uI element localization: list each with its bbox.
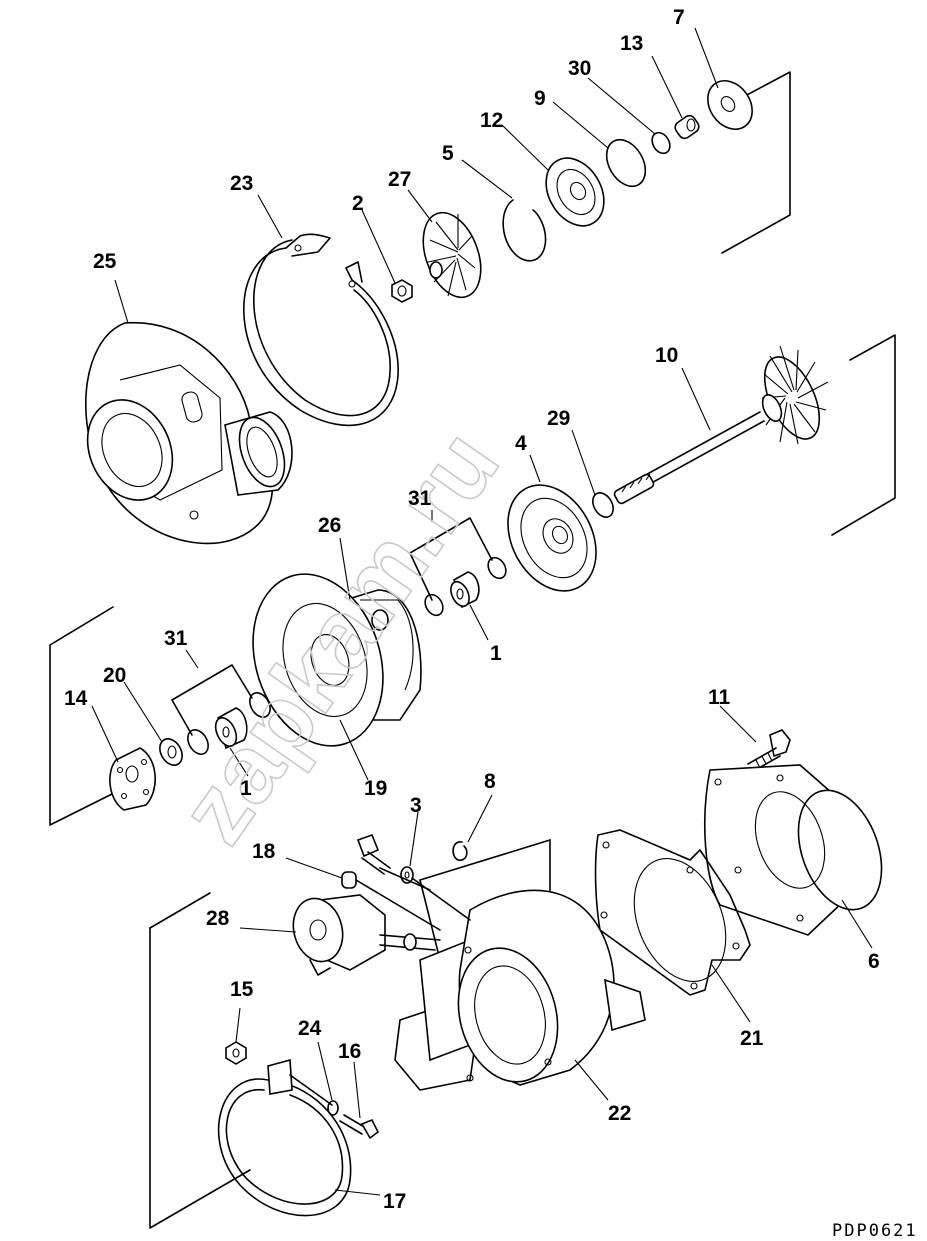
part-14-thrust-bearing [109, 747, 156, 811]
part-10-turbine-shaft [613, 345, 829, 505]
callout-6: 6 [868, 950, 880, 973]
callout-12: 12 [480, 109, 503, 132]
callout-1-upper: 1 [490, 642, 502, 665]
callout-31-lower: 31 [164, 627, 188, 650]
callout-17: 17 [383, 1190, 406, 1213]
callout-28: 28 [206, 907, 230, 930]
leader-lines [91, 27, 873, 1196]
part-29-piston-ring [592, 492, 614, 518]
callout-16: 16 [338, 1040, 361, 1063]
part-18-spacer [341, 871, 357, 889]
part-26-center-housing [252, 573, 422, 747]
callout-8: 8 [484, 770, 496, 793]
callout-3: 3 [410, 794, 422, 817]
callout-23: 23 [230, 172, 253, 195]
callout-2: 2 [352, 192, 364, 215]
callout-30: 30 [568, 57, 591, 80]
part-22-turbine-housing [394, 838, 646, 1091]
callout-11: 11 [708, 686, 731, 709]
part-31-lower-rings [171, 664, 271, 755]
callout-1-lower: 1 [240, 777, 252, 800]
callout-25: 25 [93, 250, 117, 273]
part-25-compressor-housing [85, 321, 293, 545]
part-4-insert [507, 484, 597, 592]
callout-26: 26 [318, 514, 341, 537]
callout-9: 9 [534, 87, 546, 110]
assembly-lines-mid [355, 867, 471, 931]
part-23-clamp-ring [243, 233, 399, 427]
part-5-snap-ring [502, 199, 547, 262]
callout-4: 4 [515, 432, 527, 455]
part-6-elbow [704, 764, 883, 936]
part-13-sleeve [674, 114, 700, 140]
callout-29: 29 [547, 407, 570, 430]
callout-31-upper: 31 [408, 487, 432, 510]
callout-13: 13 [620, 32, 643, 55]
callout-7: 7 [673, 6, 685, 29]
part-15-nut [225, 1041, 247, 1065]
callout-labels: 7 13 30 9 12 5 27 2 23 25 10 29 4 31 26 … [64, 6, 880, 1213]
part-2-nut [391, 279, 413, 303]
callout-27: 27 [388, 168, 411, 191]
callout-24: 24 [298, 1017, 322, 1040]
part-31-upper-rings [409, 517, 507, 617]
callout-20: 20 [103, 664, 126, 687]
part-17-v-band-clamp [217, 1058, 352, 1217]
part-8-clip [452, 841, 468, 862]
part-28-actuator [292, 894, 441, 976]
part-9-o-ring [605, 138, 647, 188]
part-bolt-upper [356, 833, 391, 875]
callout-19: 19 [364, 777, 387, 800]
part-27-compressor-wheel [422, 211, 482, 299]
part-1-upper-bearing [450, 571, 480, 609]
callout-21: 21 [740, 1027, 764, 1050]
part-12-seal-plate [545, 157, 605, 227]
part-30-ring [651, 131, 671, 155]
drawing-code: PDP0621 [832, 1221, 918, 1241]
callout-22: 22 [608, 1102, 631, 1125]
part-20-washer [159, 738, 183, 766]
callout-15: 15 [230, 978, 254, 1001]
callout-14: 14 [64, 687, 88, 710]
part-1-lower-bearing [214, 707, 248, 750]
part-7-thrust-plate [707, 80, 753, 130]
callout-5: 5 [442, 142, 454, 165]
part-16-bolt [339, 1114, 380, 1140]
group-frame-lines [49, 71, 896, 1229]
callout-10: 10 [655, 344, 678, 367]
callout-18: 18 [252, 840, 276, 863]
